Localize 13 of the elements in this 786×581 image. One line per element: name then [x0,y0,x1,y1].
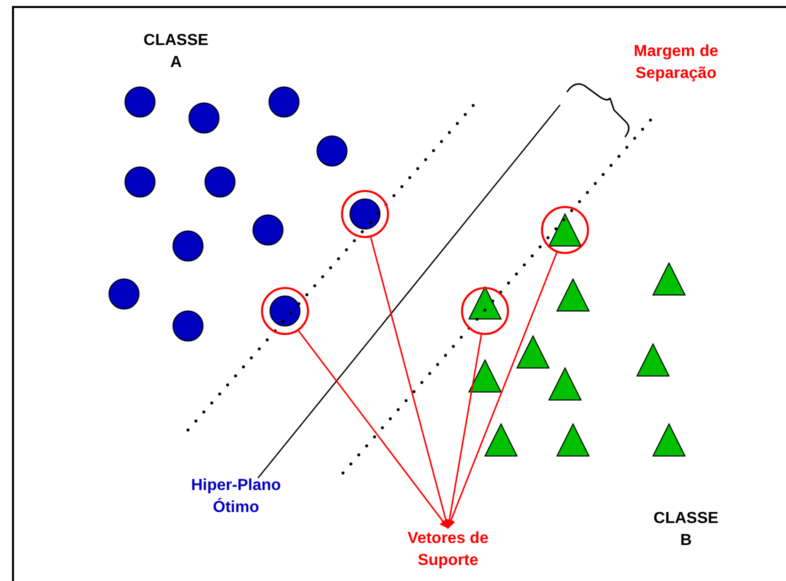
connector-arrow [446,252,558,529]
connector-arrow [444,334,482,529]
support-vector-ring [341,190,389,238]
class-label: CLASSE A [142,31,210,73]
support-vector-ring [461,287,509,335]
support-vector-ring [541,206,589,254]
support-vector-ring [261,287,309,335]
connector-arrow [370,237,450,529]
annotation-label: Margem de Separação [632,42,720,84]
annotation-label: Hiper-Plano Ótimo [190,476,282,518]
class-label: CLASSE B [652,509,720,551]
support-vectors-label: Vetores de Suporte [406,529,490,571]
connector-arrow [298,330,449,529]
